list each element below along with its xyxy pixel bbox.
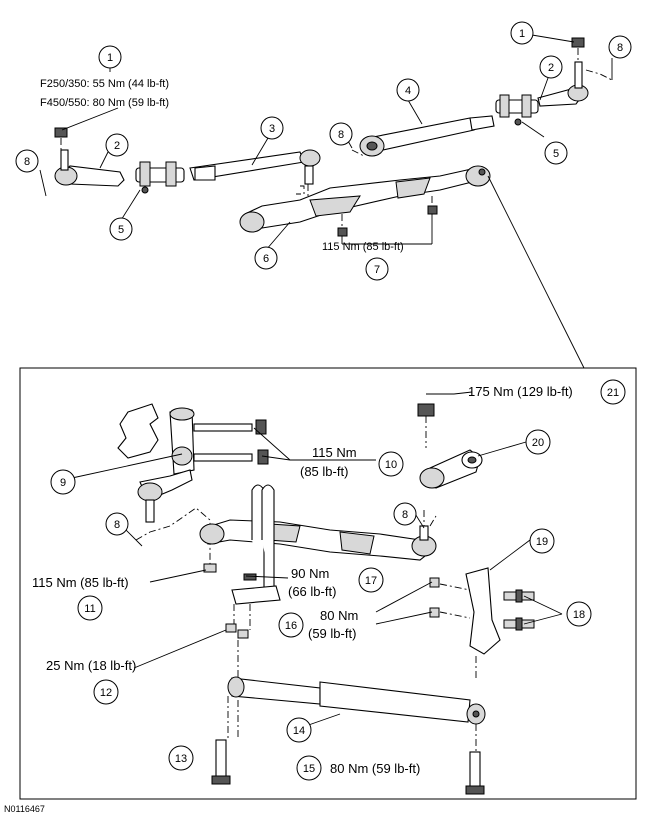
svg-text:9: 9	[60, 477, 66, 489]
steering-damper	[211, 676, 486, 795]
callout-6: 6	[254, 246, 278, 270]
callout-13: 13	[168, 745, 194, 771]
inset-drag-link-end	[135, 469, 211, 564]
svg-text:14: 14	[293, 725, 305, 737]
right-adjusting-sleeve	[495, 94, 539, 126]
callout-8-upper-left: 8	[15, 149, 39, 173]
inset-steering-components	[71, 391, 563, 795]
svg-text:1: 1	[107, 52, 113, 64]
pitman-arm	[417, 403, 483, 489]
callout-4: 4	[396, 78, 420, 102]
drag-link	[239, 149, 491, 237]
svg-text:16: 16	[285, 620, 297, 632]
svg-text:15: 15	[303, 763, 315, 775]
right-tie-rod-tube	[359, 115, 495, 157]
torque-bracket-bolts-value: 115 Nm	[312, 445, 357, 460]
torque-u-bolt-value: 90 Nm	[291, 566, 329, 581]
document-id: N0116467	[4, 804, 45, 814]
callout-19: 19	[529, 528, 555, 554]
callout-9: 9	[50, 469, 76, 495]
callout-1-upper-right: 1	[510, 21, 534, 45]
inset-pointer-line	[487, 175, 585, 369]
torque-pitman-arm-nut: 175 Nm (129 lb-ft)	[468, 384, 573, 399]
torque-bracket-nuts-lbft: (59 lb-ft)	[308, 626, 356, 641]
torque-drag-link-nut: 115 Nm (85 lb-ft)	[322, 241, 404, 253]
callout-3: 3	[260, 116, 284, 140]
svg-text:10: 10	[385, 459, 397, 471]
callout-18: 18	[566, 601, 592, 627]
callout-5-upper-left: 5	[109, 217, 133, 241]
svg-text:2: 2	[114, 140, 120, 152]
detail-inset-frame	[19, 367, 637, 800]
svg-text:12: 12	[100, 687, 112, 699]
svg-text:3: 3	[269, 123, 275, 135]
svg-text:17: 17	[365, 575, 377, 587]
torque-clamp-nut: 25 Nm (18 lb-ft)	[46, 658, 136, 673]
callout-11: 11	[77, 595, 103, 621]
svg-text:5: 5	[118, 224, 124, 236]
upper-linkage-assembly	[39, 34, 613, 369]
svg-text:2: 2	[548, 62, 554, 74]
left-tie-rod-tube	[189, 149, 321, 198]
callout-10: 10	[378, 451, 404, 477]
drag-link-clamp-nut	[203, 563, 217, 573]
torque-bracket-nuts-value: 80 Nm	[320, 608, 358, 623]
svg-text:8: 8	[617, 42, 623, 54]
torque-tie-rod-end-f450: F450/550: 80 Nm (59 lb-ft)	[40, 97, 169, 109]
right-tie-rod-end	[537, 37, 613, 107]
callout-15: 15	[296, 755, 322, 781]
torque-bracket-bolts-lbft: (85 lb-ft)	[300, 464, 348, 479]
svg-text:13: 13	[175, 753, 187, 765]
callout-12: 12	[93, 679, 119, 705]
callout-7: 7	[365, 257, 389, 281]
svg-text:11: 11	[84, 603, 95, 615]
svg-text:20: 20	[532, 437, 544, 449]
svg-text:1: 1	[519, 28, 525, 40]
pitman-arm-nut	[417, 403, 435, 417]
svg-text:5: 5	[553, 148, 559, 160]
svg-text:4: 4	[405, 85, 411, 97]
svg-text:7: 7	[374, 264, 380, 276]
svg-text:8: 8	[24, 156, 30, 168]
svg-text:18: 18	[573, 609, 585, 621]
left-tie-rod-end	[39, 127, 125, 197]
callout-1-upper-left: 1	[98, 45, 122, 69]
svg-text:8: 8	[338, 129, 344, 141]
svg-text:6: 6	[263, 253, 269, 265]
callout-20: 20	[525, 429, 551, 455]
svg-text:21: 21	[607, 387, 619, 399]
svg-text:8: 8	[402, 509, 408, 521]
torque-damper-bolt: 80 Nm (59 lb-ft)	[330, 761, 420, 776]
svg-text:19: 19	[536, 536, 548, 548]
callout-14: 14	[286, 717, 312, 743]
callout-16: 16	[278, 612, 304, 638]
callout-8-inset-right: 8	[393, 502, 417, 526]
callout-5-upper-right: 5	[544, 141, 568, 165]
u-bolt-assembly	[225, 484, 281, 740]
callout-17: 17	[358, 567, 384, 593]
damper-bracket	[429, 567, 535, 680]
callout-2-upper-right: 2	[539, 55, 563, 79]
left-adjusting-sleeve	[135, 161, 185, 194]
torque-tie-rod-end-f250: F250/350: 55 Nm (44 lb-ft)	[40, 78, 169, 90]
steering-gear-bracket	[117, 403, 269, 475]
callout-8-upper-middle: 8	[329, 122, 353, 146]
torque-u-bolt-lbft: (66 lb-ft)	[288, 584, 336, 599]
torque-drag-link-end: 115 Nm (85 lb-ft)	[32, 575, 129, 590]
svg-text:8: 8	[114, 519, 120, 531]
callout-2-upper-left: 2	[105, 133, 129, 157]
callout-21: 21	[600, 379, 626, 405]
callout-8-inset-left: 8	[105, 512, 129, 536]
callout-8-upper-right: 8	[608, 35, 632, 59]
